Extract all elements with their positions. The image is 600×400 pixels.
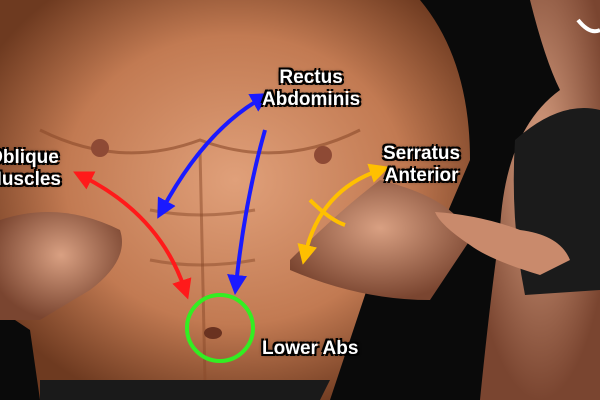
label-rectus-abdominis: Rectus Abdominis — [262, 67, 360, 111]
label-line: Rectus — [279, 67, 343, 88]
label-lower-abs: Lower Abs — [262, 338, 359, 359]
rectus-arrow-lower — [227, 129, 267, 295]
label-serratus-anterior: Serratus Anterior — [383, 143, 460, 187]
pointing-hand — [435, 212, 570, 275]
serratus-arrow — [297, 163, 390, 265]
man-torso — [0, 0, 470, 400]
lower-abs-circle — [185, 293, 255, 363]
oblique-arrow — [73, 171, 192, 300]
label-line: Serratus — [383, 143, 461, 164]
woman — [435, 0, 600, 400]
label-oblique-muscles: Oblique Muscles — [0, 147, 61, 191]
label-line: Muscles — [0, 169, 61, 190]
annotation-arrows — [73, 93, 390, 363]
label-line: Oblique — [0, 147, 59, 168]
label-line: Abdominis — [262, 89, 361, 110]
label-line: Anterior — [384, 165, 459, 186]
